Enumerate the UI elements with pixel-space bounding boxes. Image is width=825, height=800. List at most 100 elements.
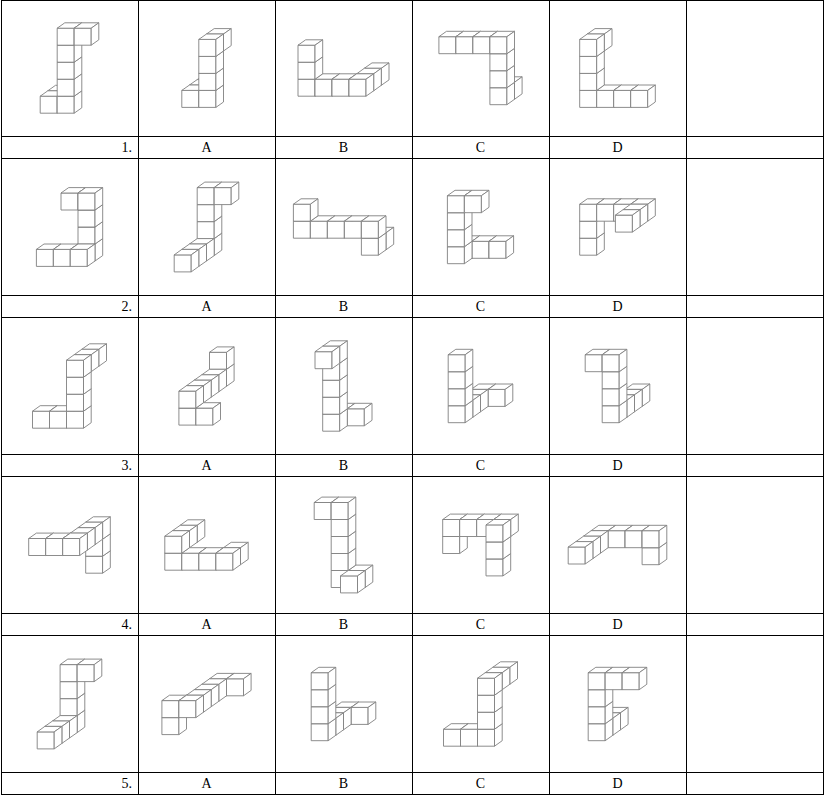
cube-face <box>515 77 523 100</box>
cube-figure <box>588 667 647 740</box>
option-letter: C <box>476 456 485 476</box>
cube-face <box>625 531 642 548</box>
cube-face <box>216 34 224 56</box>
grid-line <box>1 794 823 795</box>
cube-face <box>495 673 503 696</box>
cube-face <box>642 548 659 565</box>
cube-figure <box>448 349 513 422</box>
cube-figure <box>165 520 248 570</box>
cube-face <box>443 520 460 537</box>
cube-face <box>60 682 77 699</box>
cube-face <box>642 531 659 548</box>
cube-face <box>311 690 328 707</box>
cube-figure <box>580 199 656 255</box>
cube-face <box>486 542 503 559</box>
option-letter: D <box>612 297 622 317</box>
option-letter: A <box>201 138 211 158</box>
cube-face <box>648 199 656 221</box>
cube-face <box>478 678 495 695</box>
cube-figure <box>37 659 102 749</box>
cube-face <box>196 695 204 717</box>
option-letter: C <box>476 615 485 635</box>
cube-face <box>87 528 95 550</box>
cube-face <box>323 380 340 397</box>
option-letter: B <box>339 615 348 635</box>
cube-face <box>444 729 461 746</box>
cube-face <box>103 517 111 539</box>
cube-face <box>191 249 199 272</box>
cube-face <box>351 707 368 724</box>
cube-face <box>448 406 465 423</box>
cube-face <box>386 227 394 250</box>
cube-face <box>447 196 464 213</box>
grid-line <box>138 0 139 795</box>
grid-line <box>1 295 823 296</box>
cube-face <box>91 23 99 45</box>
cube-face <box>67 411 84 428</box>
cube-face <box>332 346 340 369</box>
cube-face <box>314 503 331 520</box>
cube-face <box>465 349 473 371</box>
cube-face <box>332 79 349 96</box>
cube-face <box>60 699 77 716</box>
cube-face <box>197 520 205 543</box>
cube-face <box>443 537 460 554</box>
cube-face <box>57 45 74 62</box>
cube-face <box>199 73 216 90</box>
cube-figure <box>162 673 251 734</box>
cube-face <box>310 221 327 238</box>
cube-face <box>331 554 348 571</box>
cube-face <box>585 542 593 564</box>
cube-face <box>196 386 204 408</box>
cube-figure <box>174 182 239 272</box>
cube-face <box>486 559 503 576</box>
cube-face <box>478 729 495 746</box>
cube-face <box>29 539 46 556</box>
cube-face <box>602 406 619 423</box>
cube-face <box>568 547 585 564</box>
cube-face <box>580 90 597 107</box>
cube-face <box>364 403 372 426</box>
cube-face <box>447 230 464 247</box>
cube-face <box>489 241 506 258</box>
cube-face <box>597 34 605 56</box>
cube-face <box>461 729 478 746</box>
option-letter: D <box>612 615 622 635</box>
cube-face <box>40 96 57 113</box>
cube-face <box>502 667 510 689</box>
cube-figure <box>29 517 111 573</box>
cube-face <box>490 54 507 71</box>
cube-face <box>473 395 481 418</box>
cube-face <box>95 522 103 545</box>
cube-face <box>50 411 67 428</box>
cube-face <box>197 222 214 239</box>
cube-face <box>74 28 91 45</box>
cube-face <box>37 732 54 749</box>
cube-face <box>597 204 614 221</box>
cube-face <box>448 372 465 389</box>
cube-face <box>323 397 340 414</box>
cube-figure <box>314 497 373 593</box>
cube-face <box>33 411 50 428</box>
cube-face <box>580 221 597 238</box>
cube-face <box>199 244 207 266</box>
cube-face <box>481 190 489 212</box>
cube-face <box>179 391 196 408</box>
cube-face <box>344 707 352 729</box>
cube-face <box>199 90 216 107</box>
cube-figure <box>447 190 513 263</box>
cube-face <box>588 673 605 690</box>
cube-face <box>99 344 107 367</box>
option-letter: C <box>476 297 485 317</box>
cube-face <box>78 227 95 244</box>
grid-line <box>412 0 413 795</box>
cube-face <box>613 713 621 736</box>
option-letter: A <box>201 615 211 635</box>
cube-face <box>94 659 102 682</box>
cube-face <box>197 188 214 205</box>
option-letter: D <box>612 456 622 476</box>
cube-face <box>315 352 332 369</box>
option-letter: B <box>339 456 348 476</box>
